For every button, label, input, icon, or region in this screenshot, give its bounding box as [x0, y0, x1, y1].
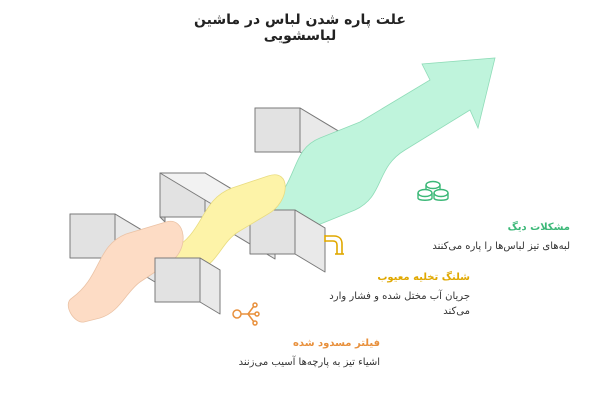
pipe-icon: [324, 235, 344, 255]
step-filter: فیلتر مسدود شده اشیاء تیز به پارچه‌ها آس…: [180, 338, 380, 370]
block-middle: [249, 209, 326, 273]
step-hose-desc-1: جریان آب مختل شده و فشار وارد: [329, 291, 470, 302]
step-drum-desc: لبه‌های تیز لباس‌ها را پاره می‌کنند: [432, 241, 570, 252]
step-drum: مشکلات دیگ لبه‌های تیز لباس‌ها را پاره م…: [370, 222, 570, 254]
filter-icon: [232, 302, 260, 326]
drum-icon: [417, 180, 449, 201]
block-front-2: [154, 257, 221, 315]
step-hose-heading: شلنگ تخلیه معیوب: [377, 272, 470, 283]
step-filter-heading: فیلتر مسدود شده: [293, 338, 380, 349]
step-hose-desc-2: می‌کند: [443, 306, 470, 317]
diagram-title: علت پاره شدن لباس در ماشین لباسشویی: [194, 12, 406, 44]
step-drum-heading: مشکلات دیگ: [507, 222, 570, 233]
step-hose: شلنگ تخلیه معیوب جریان آب مختل شده و فشا…: [270, 272, 470, 319]
step-filter-desc: اشیاء تیز به پارچه‌ها آسیب می‌زنند: [238, 357, 380, 368]
